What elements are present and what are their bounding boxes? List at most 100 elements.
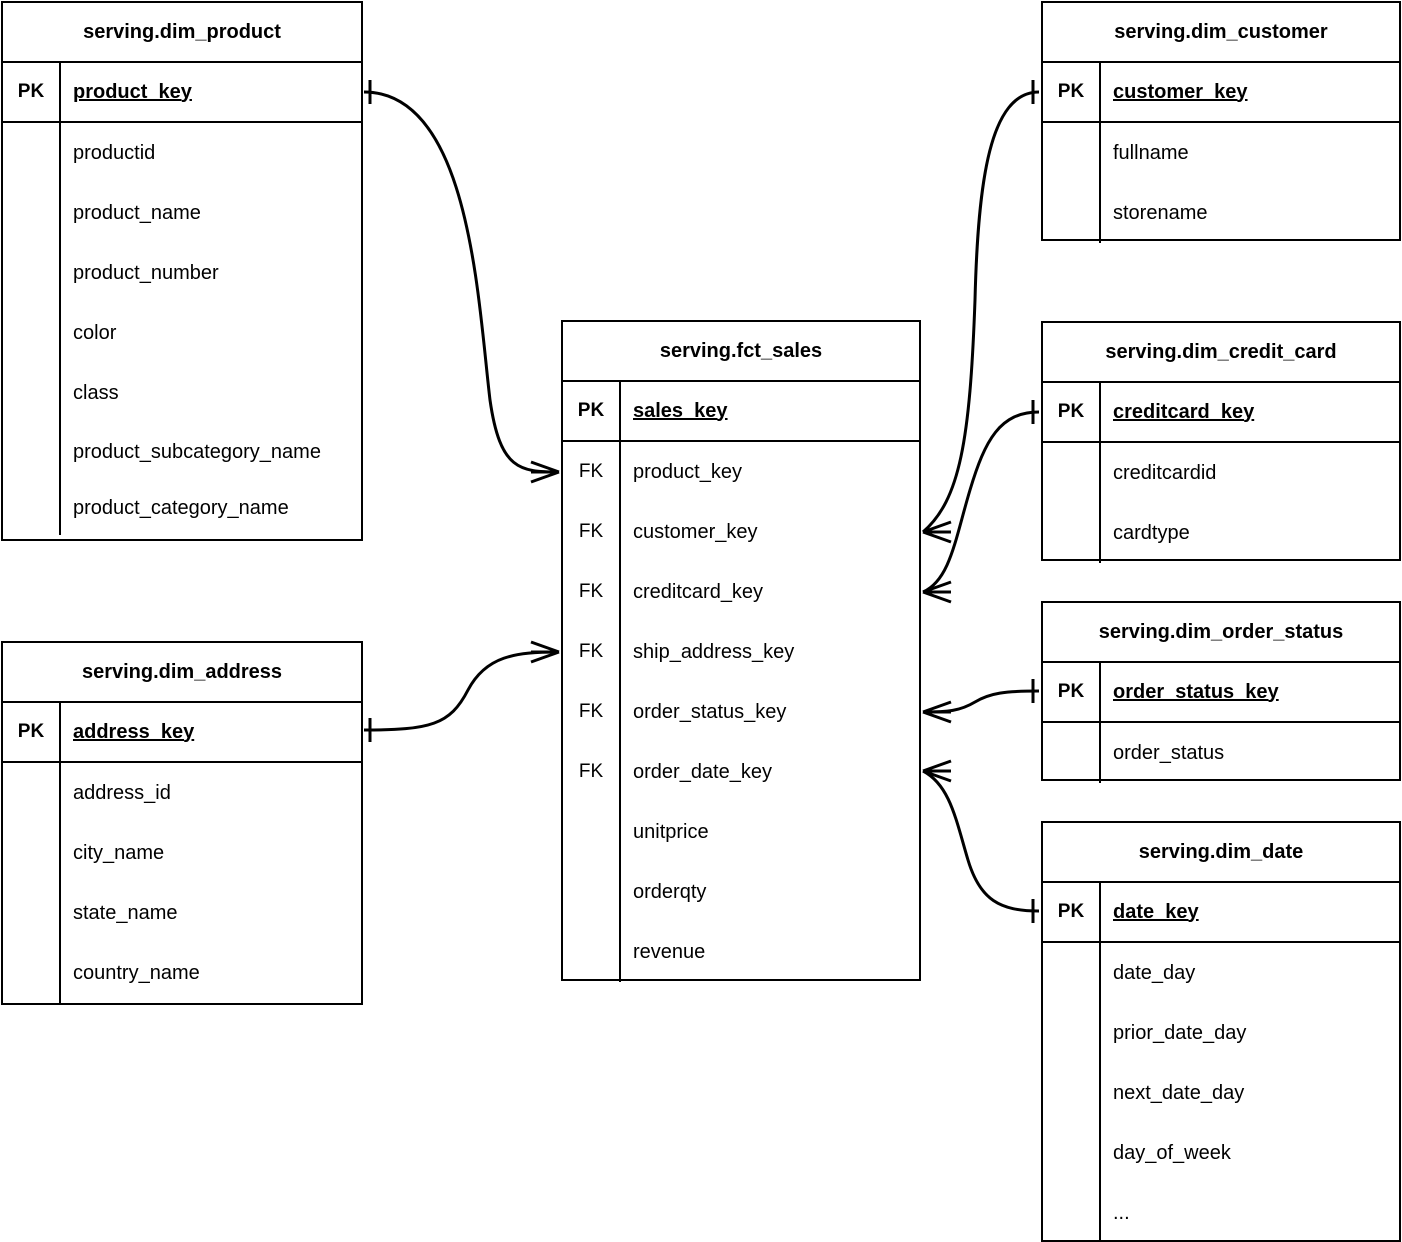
field-name: orderqty	[633, 880, 707, 903]
field-label: sales_key	[633, 399, 728, 422]
relationship-date	[922, 759, 1040, 923]
entity-row[interactable]: color	[3, 303, 361, 363]
entity-row[interactable]: orderqty	[563, 862, 919, 922]
field-label: address_key	[73, 720, 195, 743]
entity-row[interactable]: prior_date_day	[1043, 1003, 1399, 1063]
entity-row[interactable]: cardtype	[1043, 503, 1399, 563]
key-tag: FK	[563, 742, 621, 802]
field-label: product_key	[73, 80, 192, 103]
field-name: next_date_day	[1113, 1081, 1245, 1104]
entity-row[interactable]: class	[3, 363, 361, 423]
field-name: cardtype	[1113, 521, 1190, 544]
entity-row[interactable]: product_subcategory_name	[3, 423, 361, 481]
entity-row-pk[interactable]: PK creditcard_key	[1043, 383, 1399, 443]
field-name-pk: address_key	[61, 703, 361, 761]
entity-row[interactable]: product_number	[3, 243, 361, 303]
field-name: day_of_week	[1113, 1141, 1231, 1164]
field-name: state_name	[73, 901, 178, 924]
field-name-pk: date_key	[1101, 883, 1399, 941]
field-name-pk: order_status_key	[1101, 663, 1399, 721]
entity-row-pk[interactable]: PK sales_key	[563, 382, 919, 442]
field-label: product_subcategory_name	[73, 440, 321, 463]
entity-row[interactable]: unitprice	[563, 802, 919, 862]
field-name-pk: product_key	[61, 63, 361, 121]
key-tag: PK	[563, 382, 621, 440]
entity-row[interactable]: FK order_date_key	[563, 742, 919, 802]
entity-title: serving.dim_date	[1043, 823, 1399, 883]
relationship-order-status	[922, 679, 1040, 724]
field-name: productid	[73, 141, 156, 164]
entity-dim-product[interactable]: serving.dim_product PK product_key produ…	[1, 1, 363, 541]
entity-row[interactable]: FK product_key	[563, 442, 919, 502]
key-tag: PK	[1043, 63, 1101, 121]
key-tag	[1043, 123, 1101, 183]
key-tag	[563, 802, 621, 862]
entity-row[interactable]: date_day	[1043, 943, 1399, 1003]
entity-row-pk[interactable]: PK order_status_key	[1043, 663, 1399, 723]
entity-row[interactable]: FK creditcard_key	[563, 562, 919, 622]
relationship-product	[363, 80, 560, 484]
entity-fct-sales[interactable]: serving.fct_sales PK sales_key FK produc…	[561, 320, 921, 982]
entity-dim-customer[interactable]: serving.dim_customer PK customer_key ful…	[1041, 1, 1401, 243]
entity-row-pk[interactable]: PK address_key	[3, 703, 361, 763]
field-name: creditcardid	[1113, 461, 1217, 484]
entity-row[interactable]: state_name	[3, 883, 361, 943]
entity-title: serving.dim_address	[3, 643, 361, 703]
field-name: city_name	[73, 841, 165, 864]
field-name: product_subcategory_name	[61, 423, 361, 481]
field-name: address_id	[73, 781, 171, 804]
entity-dim-credit-card[interactable]: serving.dim_credit_card PK creditcard_ke…	[1041, 321, 1401, 563]
field-name-pk: customer_key	[1101, 63, 1399, 121]
key-tag	[3, 363, 61, 423]
key-tag	[1043, 443, 1101, 503]
entity-row[interactable]: order_status	[1043, 723, 1399, 783]
entity-row-pk[interactable]: PK product_key	[3, 63, 361, 123]
relationship-credit-card	[922, 400, 1040, 604]
entity-row[interactable]: FK order_status_key	[563, 682, 919, 742]
entity-row[interactable]: city_name	[3, 823, 361, 883]
entity-row[interactable]: FK ship_address_key	[563, 622, 919, 682]
key-tag: PK	[1043, 663, 1101, 721]
entity-dim-order-status[interactable]: serving.dim_order_status PK order_status…	[1041, 601, 1401, 783]
entity-row[interactable]: address_id	[3, 763, 361, 823]
field-name: order_status_key	[633, 700, 787, 723]
key-tag	[3, 883, 61, 943]
field-label: order_status_key	[1113, 680, 1279, 703]
key-tag: PK	[1043, 883, 1101, 941]
entity-title: serving.dim_credit_card	[1043, 323, 1399, 383]
entity-row[interactable]: creditcardid	[1043, 443, 1399, 503]
field-name: product_name	[73, 201, 201, 224]
entity-row[interactable]: storename	[1043, 183, 1399, 243]
entity-row[interactable]: ...	[1043, 1183, 1399, 1242]
field-name: order_date_key	[633, 760, 772, 783]
entity-row-pk[interactable]: PK customer_key	[1043, 63, 1399, 123]
key-tag: PK	[1043, 383, 1101, 441]
entity-row[interactable]: fullname	[1043, 123, 1399, 183]
entity-row[interactable]: day_of_week	[1043, 1123, 1399, 1183]
entity-row[interactable]: next_date_day	[1043, 1063, 1399, 1123]
key-tag	[563, 922, 621, 982]
field-name: product_number	[73, 261, 219, 284]
entity-row[interactable]: productid	[3, 123, 361, 183]
entity-row[interactable]: country_name	[3, 943, 361, 1003]
attribute-list: order_status	[1043, 723, 1399, 783]
attribute-list: date_day prior_date_day next_date_day da…	[1043, 943, 1399, 1242]
relationship-address	[363, 640, 560, 742]
entity-row[interactable]: FK customer_key	[563, 502, 919, 562]
entity-row[interactable]: product_name	[3, 183, 361, 243]
entity-dim-address[interactable]: serving.dim_address PK address_key addre…	[1, 641, 363, 1005]
field-name: date_day	[1113, 961, 1196, 984]
entity-title: serving.dim_customer	[1043, 3, 1399, 63]
key-tag	[563, 862, 621, 922]
entity-row[interactable]: product_category_name	[3, 481, 361, 535]
entity-row-pk[interactable]: PK date_key	[1043, 883, 1399, 943]
entity-row[interactable]: revenue	[563, 922, 919, 982]
attribute-list: productid product_name product_number co…	[3, 123, 361, 535]
key-tag: FK	[563, 622, 621, 682]
field-name-pk: sales_key	[621, 382, 919, 440]
field-name: storename	[1113, 201, 1208, 224]
field-name-pk: creditcard_key	[1101, 383, 1399, 441]
entity-dim-date[interactable]: serving.dim_date PK date_key date_day pr…	[1041, 821, 1401, 1242]
key-tag: PK	[3, 703, 61, 761]
